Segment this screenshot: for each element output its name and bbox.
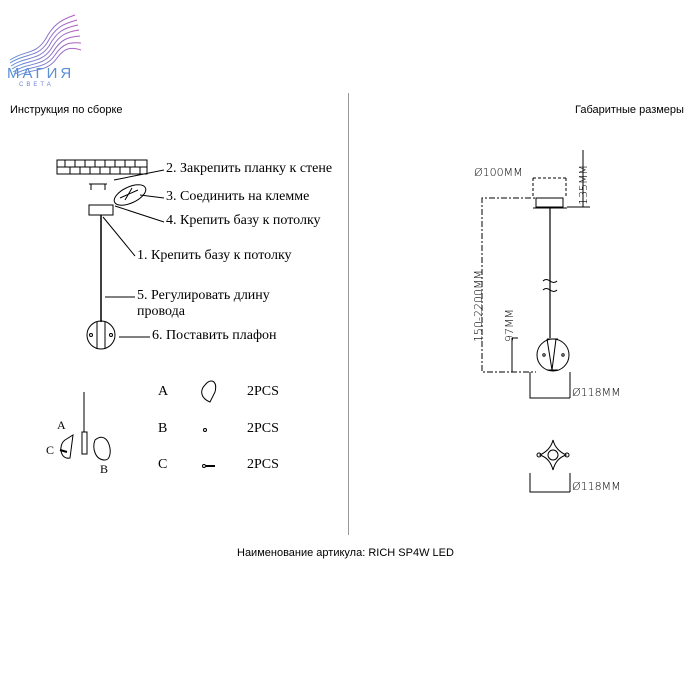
part-a-letter: A xyxy=(158,384,169,399)
dim-shade-height: 97MM xyxy=(503,309,516,342)
dim-top-diameter: Ø118MM xyxy=(572,480,621,493)
part-c-qty: 2PCS xyxy=(247,457,279,472)
step-1: 1. Крепить базу к потолку xyxy=(137,248,292,263)
dimension-drawing xyxy=(481,150,590,493)
step-2: 2. Закрепить планку к стене xyxy=(166,161,333,176)
part-b-qty: 2PCS xyxy=(247,421,279,436)
assembly-drawing xyxy=(56,159,217,468)
dimensions-title: Габаритные размеры xyxy=(575,104,684,116)
part-b-letter: B xyxy=(158,421,168,436)
divider xyxy=(348,93,349,535)
step-5: 5. Регулировать длину xyxy=(137,288,270,303)
part-a-qty: 2PCS xyxy=(247,384,279,399)
logo-waves-icon xyxy=(9,14,82,77)
step-5-cont: провода xyxy=(137,304,185,319)
step-4: 4. Крепить базу к потолку xyxy=(166,213,321,228)
diagram-label-a: A xyxy=(57,418,66,432)
logo-sub: СВЕТА xyxy=(19,82,54,88)
diagram-label-c: C xyxy=(46,443,55,457)
step-3: 3. Соединить на клемме xyxy=(166,189,310,204)
dim-shade-diameter: Ø118MM xyxy=(572,386,621,399)
dim-cable-length: 150-2200MM xyxy=(472,270,485,342)
diagram-label-b: B xyxy=(100,462,109,476)
step-6: 6. Поставить плафон xyxy=(152,328,277,343)
dim-base-diameter: Ø100MM xyxy=(474,166,523,179)
part-c-letter: C xyxy=(158,457,168,472)
logo-name: МАГИЯ xyxy=(7,65,75,82)
article-name: Наименование артикула: RICH SP4W LED xyxy=(237,547,454,559)
dim-base-height: 135MM xyxy=(577,165,590,205)
assembly-title: Инструкция по сборке xyxy=(10,104,123,116)
